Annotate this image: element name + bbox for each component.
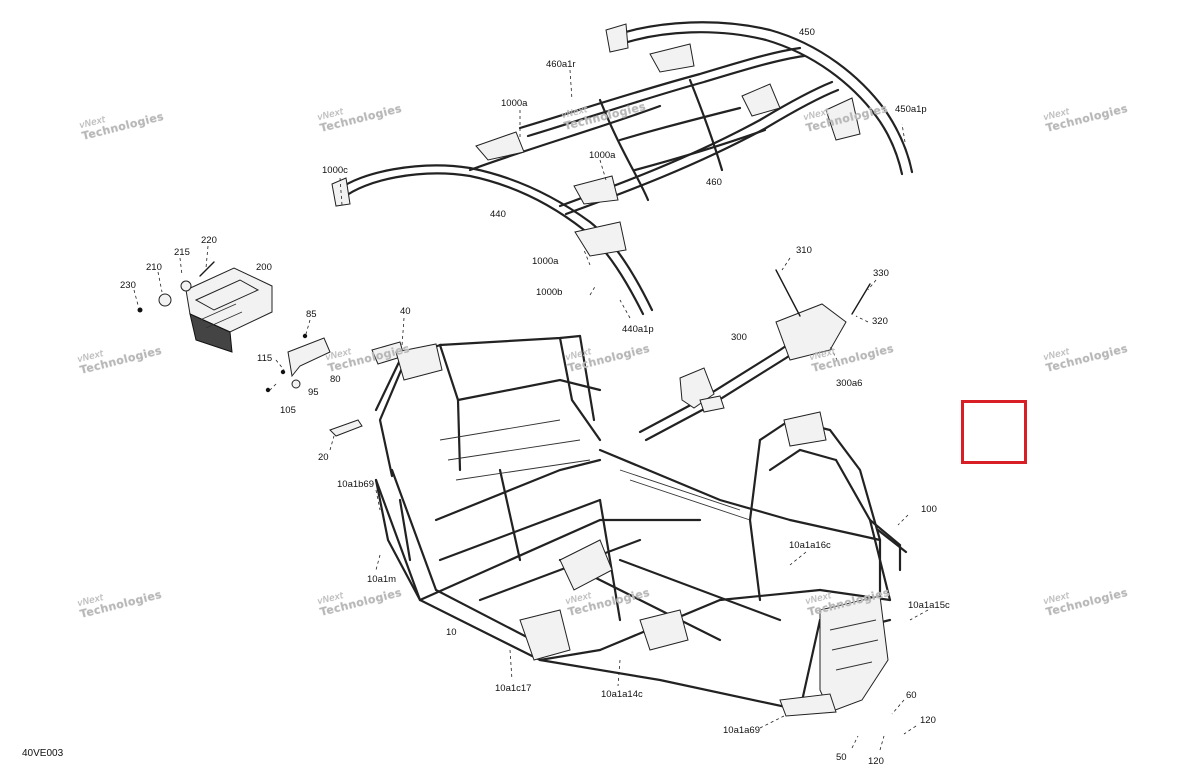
callout-1000a[interactable]: 1000a <box>501 98 528 109</box>
callout-95[interactable]: 95 <box>308 387 319 398</box>
callout-300[interactable]: 300 <box>731 332 747 343</box>
callout-80[interactable]: 80 <box>330 374 341 385</box>
main-frame-10 <box>374 334 908 717</box>
callout-440[interactable]: 440 <box>490 209 506 220</box>
callout-460a1r[interactable]: 460a1r <box>546 59 576 70</box>
callout-210[interactable]: 210 <box>146 262 162 273</box>
callout-120[interactable]: 120 <box>868 756 884 767</box>
callout-10a1a15c[interactable]: 10a1a15c <box>908 600 950 611</box>
diagram-code: 40VE003 <box>22 748 64 759</box>
callout-50[interactable]: 50 <box>836 752 847 763</box>
callout-10[interactable]: 10 <box>446 627 457 638</box>
callout-300a6[interactable]: 300a6 <box>836 378 863 389</box>
callout-60[interactable]: 60 <box>906 690 917 701</box>
callout-10a1a16c[interactable]: 10a1a16c <box>789 540 831 551</box>
callout-450[interactable]: 450 <box>799 27 815 38</box>
highlight-box[interactable] <box>961 400 1027 464</box>
callout-200[interactable]: 200 <box>256 262 272 273</box>
callout-440a1p[interactable]: 440a1p <box>622 324 654 335</box>
small-brackets <box>265 333 405 437</box>
callout-320[interactable]: 320 <box>872 316 888 327</box>
bracket-assembly-200 <box>137 261 273 353</box>
roll-cage-assembly <box>331 21 914 316</box>
callout-10a1b69[interactable]: 10a1b69 <box>337 479 374 490</box>
callout-230[interactable]: 230 <box>120 280 136 291</box>
callout-460[interactable]: 460 <box>706 177 722 188</box>
callout-10a1a14c[interactable]: 10a1a14c <box>601 689 643 700</box>
callout-330[interactable]: 330 <box>873 268 889 279</box>
callout-1000c[interactable]: 1000c <box>322 165 348 176</box>
callout-20[interactable]: 20 <box>318 452 329 463</box>
callout-85[interactable]: 85 <box>306 309 317 320</box>
callout-115[interactable]: 115 <box>257 353 273 364</box>
callout-120[interactable]: 120 <box>920 715 936 726</box>
callout-310[interactable]: 310 <box>796 245 812 256</box>
callout-10a1c17[interactable]: 10a1c17 <box>495 683 532 694</box>
callout-1000a[interactable]: 1000a <box>589 150 616 161</box>
leader-lines <box>133 69 929 751</box>
callout-105[interactable]: 105 <box>280 405 296 416</box>
callout-1000a[interactable]: 1000a <box>532 256 559 267</box>
callout-215[interactable]: 215 <box>174 247 190 258</box>
callout-220[interactable]: 220 <box>201 235 217 246</box>
callout-40[interactable]: 40 <box>400 306 411 317</box>
callout-450a1p[interactable]: 450a1p <box>895 104 927 115</box>
callout-10a1m[interactable]: 10a1m <box>367 574 397 585</box>
callout-100[interactable]: 100 <box>921 504 937 515</box>
steering-column-assembly <box>638 269 871 442</box>
callout-10a1a69[interactable]: 10a1a69 <box>723 725 760 736</box>
callout-1000b[interactable]: 1000b <box>536 287 563 298</box>
